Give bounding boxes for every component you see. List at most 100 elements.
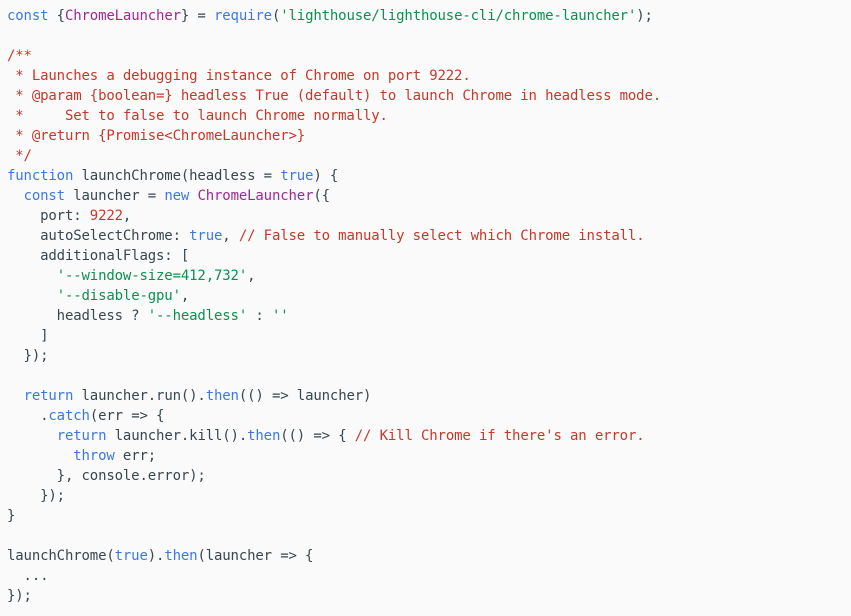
code-token-method: require	[214, 8, 272, 24]
code-line: additionalFlags: [	[7, 246, 851, 266]
code-token-string: '--headless'	[147, 308, 248, 324]
code-token-plain: } =	[180, 8, 214, 24]
code-token-plain: ,	[180, 288, 190, 304]
code-line: /**	[7, 46, 851, 66]
code-line: '--disable-gpu',	[7, 286, 851, 306]
code-line: */	[7, 146, 851, 166]
code-token-string: ''	[271, 308, 289, 324]
code-token-number: 9222	[89, 208, 123, 224]
code-token-plain: {	[48, 8, 65, 24]
code-token-plain: :	[247, 308, 272, 324]
code-token-plain	[7, 448, 73, 464]
code-token-plain: }	[7, 508, 16, 524]
code-token-plain	[7, 188, 24, 204]
code-token-plain: headless ?	[7, 308, 148, 324]
code-token-class: ChromeLauncher	[64, 8, 181, 24]
code-token-comment: */	[7, 148, 32, 164]
code-line: headless ? '--headless' : ''	[7, 306, 851, 326]
code-token-plain: (launcher => {	[197, 548, 314, 564]
code-line: * @return {Promise<ChromeLauncher>}	[7, 126, 851, 146]
code-line: .catch(err => {	[7, 406, 851, 426]
code-token-comment: * @return {Promise<ChromeLauncher>}	[7, 128, 306, 144]
code-token-plain: ).	[147, 548, 165, 564]
code-token-plain: port:	[7, 208, 90, 224]
code-token-comment: * Set to false to launch Chrome normally…	[7, 108, 388, 124]
code-line: });	[7, 346, 851, 366]
code-token-keyword: return	[56, 428, 107, 444]
code-token-plain: (() => {	[280, 428, 355, 444]
code-token-plain: ({	[313, 188, 330, 204]
code-token-class: ChromeLauncher	[197, 188, 314, 204]
code-line: throw err;	[7, 446, 851, 466]
code-line: launchChrome(true).then(launcher => {	[7, 546, 851, 566]
code-token-comment: // Kill Chrome if there's an error.	[354, 428, 645, 444]
code-token-plain: additionalFlags: [	[7, 248, 190, 264]
code-token-plain: err;	[114, 448, 157, 464]
code-line	[7, 366, 851, 386]
code-token-literal: true	[280, 168, 314, 184]
code-token-keyword: const	[23, 188, 66, 204]
code-token-keyword: return	[23, 388, 74, 404]
code-token-plain: (() => launcher)	[238, 388, 372, 404]
code-line: * Launches a debugging instance of Chrom…	[7, 66, 851, 86]
code-token-plain: autoSelectChrome:	[7, 228, 190, 244]
code-token-plain: });	[7, 348, 49, 364]
code-token-plain: launcher =	[64, 188, 165, 204]
code-line: * Set to false to launch Chrome normally…	[7, 106, 851, 126]
code-line: });	[7, 586, 851, 606]
code-token-plain: (err => {	[89, 408, 165, 424]
code-line	[7, 526, 851, 546]
code-token-plain: );	[636, 8, 653, 24]
code-line: }, console.error);	[7, 466, 851, 486]
code-token-plain: ,	[222, 228, 239, 244]
code-token-plain	[7, 268, 57, 284]
code-line: return launcher.run().then(() => launche…	[7, 386, 851, 406]
code-token-method: then	[205, 388, 239, 404]
code-line: '--window-size=412,732',	[7, 266, 851, 286]
code-token-comment: * Launches a debugging instance of Chrom…	[7, 68, 471, 84]
code-token-plain: launcher.run().	[73, 388, 206, 404]
code-token-plain: ,	[247, 268, 256, 284]
code-token-plain: .	[7, 408, 49, 424]
code-token-comment: /**	[7, 48, 32, 64]
code-line: ]	[7, 326, 851, 346]
code-token-string: 'lighthouse/lighthouse-cli/chrome-launch…	[280, 8, 637, 24]
code-token-string: '--window-size=412,732'	[56, 268, 248, 284]
code-line	[7, 26, 851, 46]
code-token-plain: launchChrome(headless =	[73, 168, 281, 184]
code-line: const launcher = new ChromeLauncher({	[7, 186, 851, 206]
code-line: return launcher.kill().then(() => { // K…	[7, 426, 851, 446]
code-line: }	[7, 506, 851, 526]
code-line: * @param {boolean=} headless True (defau…	[7, 86, 851, 106]
code-token-plain	[7, 388, 24, 404]
code-line: ...	[7, 566, 851, 586]
code-line: });	[7, 486, 851, 506]
code-token-plain: launchChrome(	[7, 548, 115, 564]
code-token-plain: ]	[7, 328, 49, 344]
code-token-literal: true	[114, 548, 148, 564]
code-token-method: catch	[48, 408, 90, 424]
code-token-keyword: const	[7, 8, 49, 24]
code-token-keyword: function	[7, 168, 74, 184]
code-token-plain: ...	[7, 568, 49, 584]
code-token-plain: launcher.kill().	[106, 428, 248, 444]
code-line: autoSelectChrome: true, // False to manu…	[7, 226, 851, 246]
code-token-keyword: new	[164, 188, 190, 204]
code-token-plain: ) {	[313, 168, 339, 184]
code-token-plain: ,	[122, 208, 132, 224]
code-token-comment: * @param {boolean=} headless True (defau…	[7, 88, 662, 104]
code-token-method: then	[164, 548, 198, 564]
code-token-method: then	[247, 428, 281, 444]
code-token-keyword: throw	[73, 448, 115, 464]
code-line: port: 9222,	[7, 206, 851, 226]
code-token-plain: });	[7, 488, 65, 504]
code-token-plain: }, console.error);	[7, 468, 206, 484]
code-line: function launchChrome(headless = true) {	[7, 166, 851, 186]
code-line: const {ChromeLauncher} = require('lighth…	[7, 6, 851, 26]
code-token-plain	[7, 288, 57, 304]
code-token-comment: // False to manually select which Chrome…	[238, 228, 645, 244]
code-token-literal: true	[189, 228, 223, 244]
code-token-plain: (	[271, 8, 281, 24]
code-token-string: '--disable-gpu'	[56, 288, 181, 304]
